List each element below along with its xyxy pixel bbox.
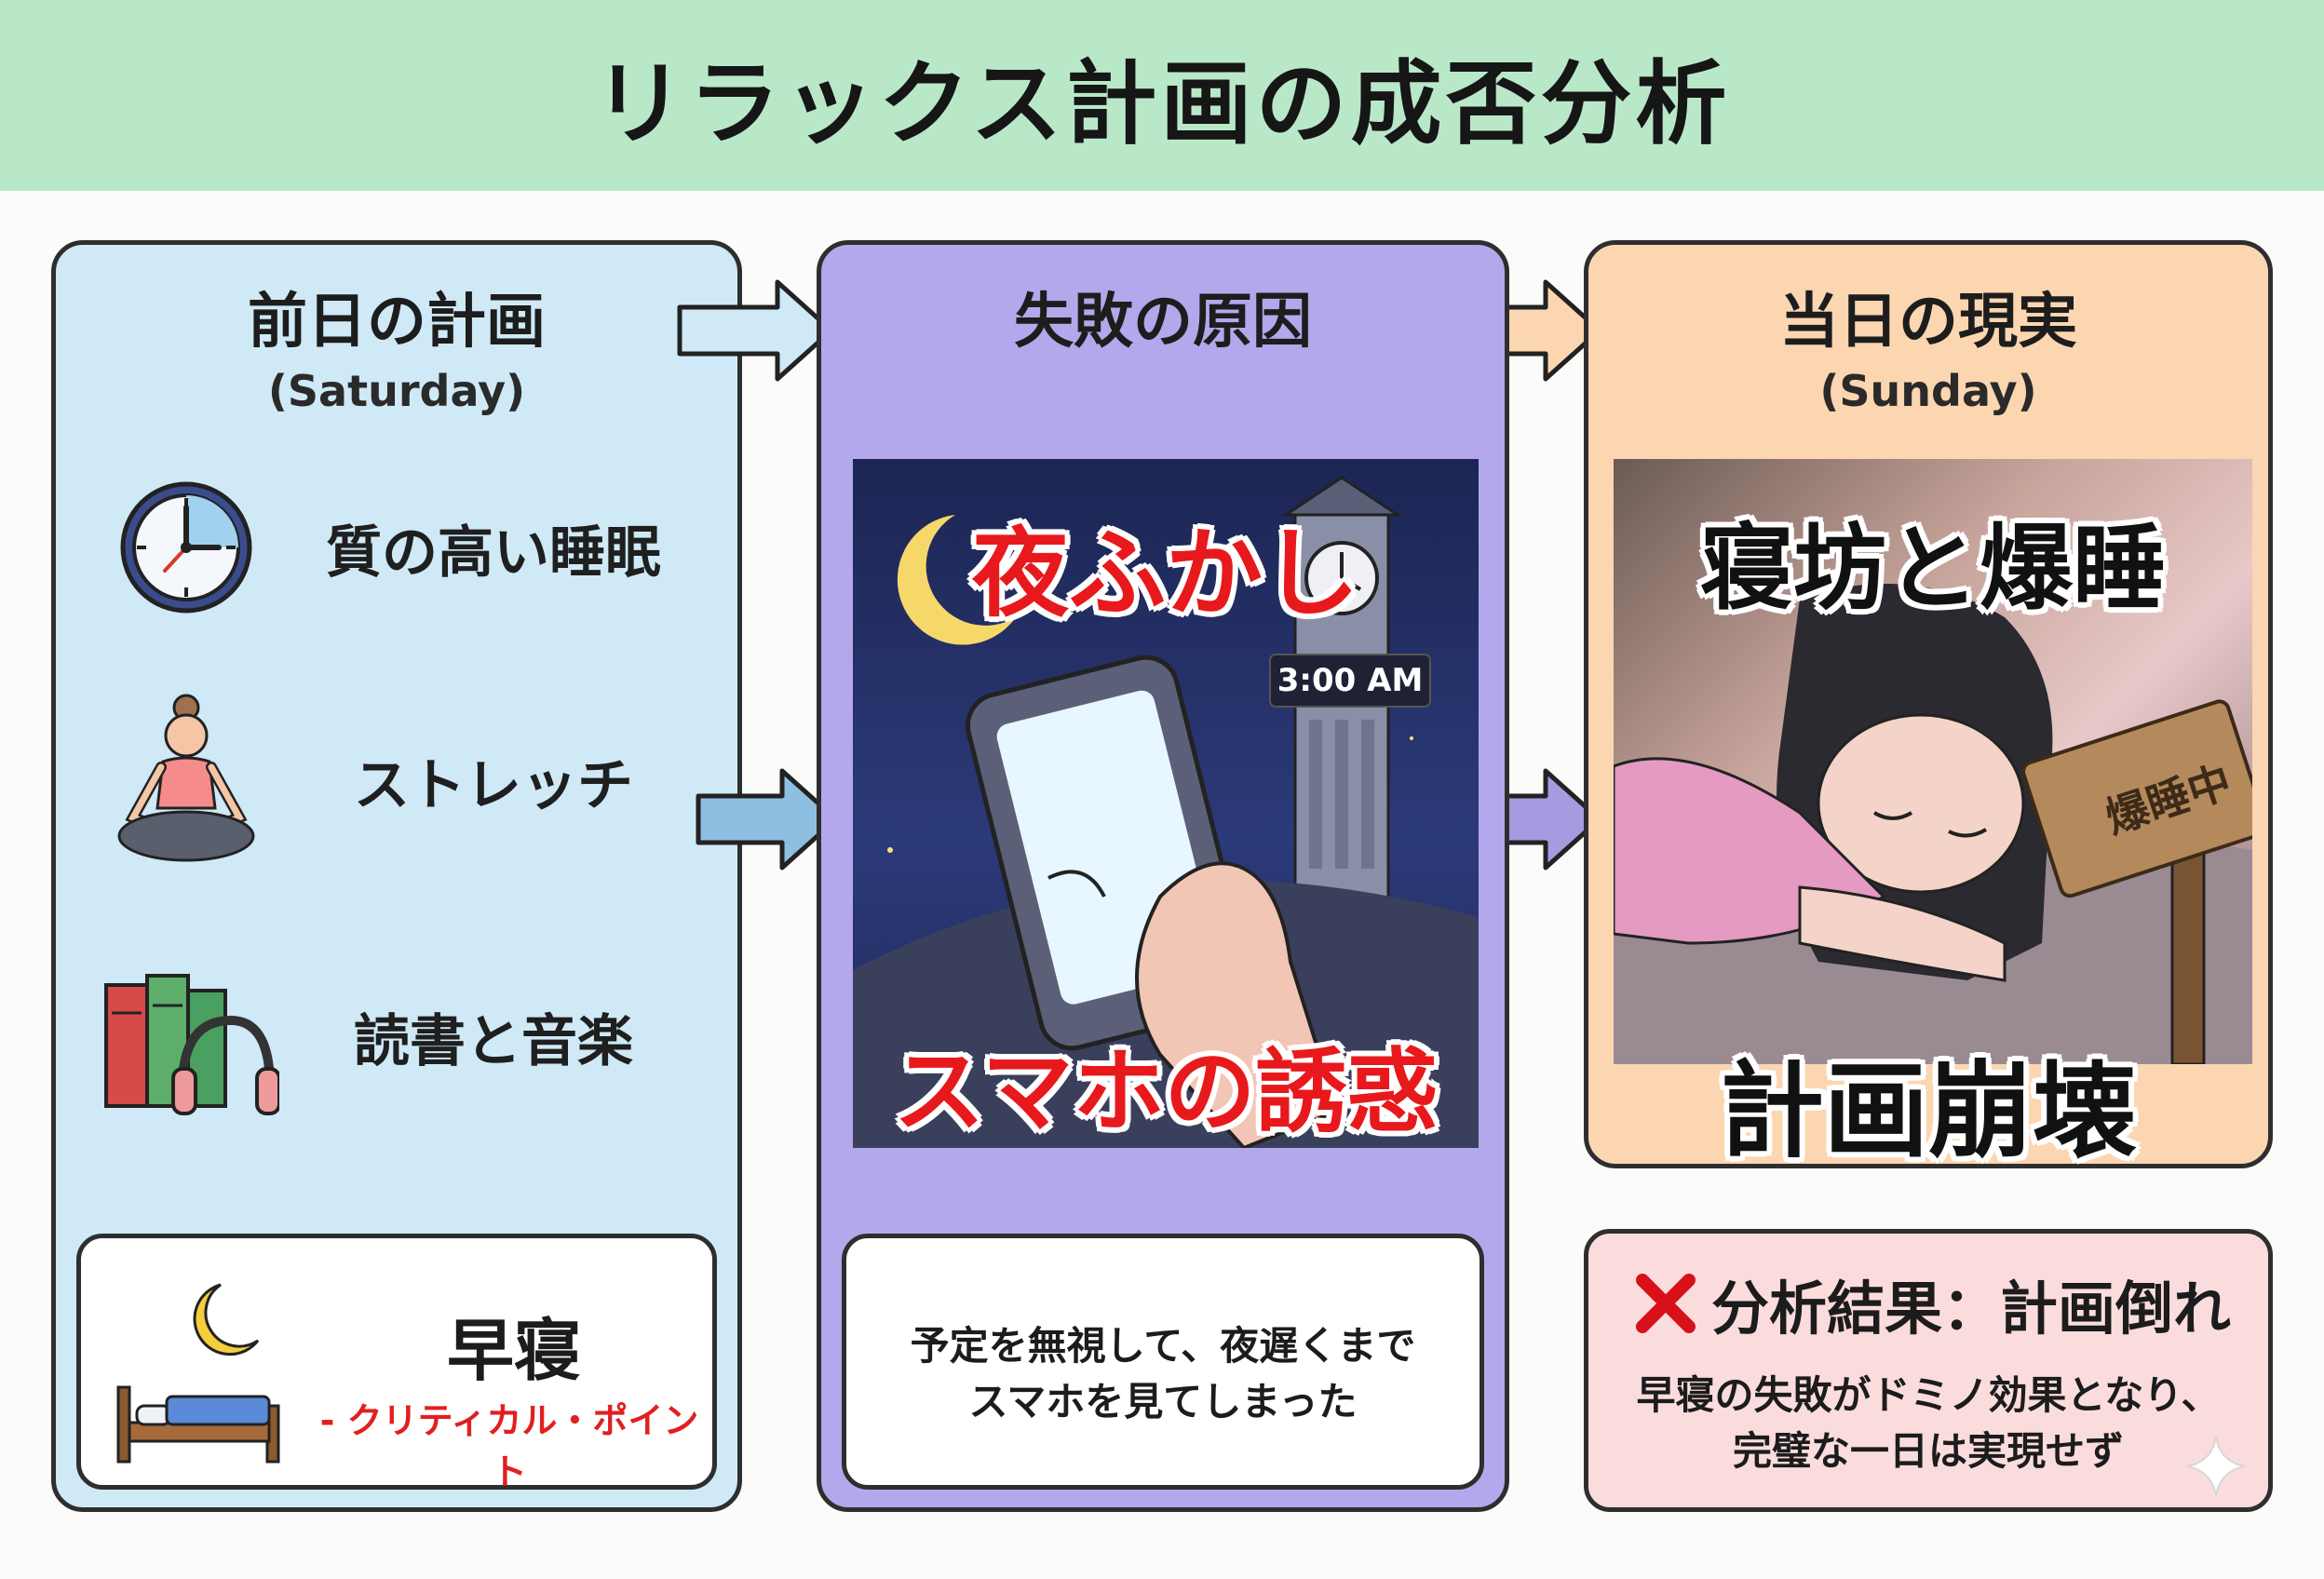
cause-summary-line: スマホを見てしまった [968, 1379, 1358, 1424]
scene-caption-bottom: スマホの誘惑 [893, 1039, 1439, 1145]
wooden-sign-icon [2021, 699, 2252, 1064]
result-line: 早寝の失敗がドミノ効果となり、 [1636, 1372, 2221, 1418]
arrow-right-icon [696, 768, 839, 870]
books-headphones-icon [93, 948, 279, 1125]
meditation-icon [93, 692, 279, 869]
moon-icon [897, 515, 1016, 645]
plan-item-label: 質の高い睡眠 [326, 520, 661, 586]
scene-caption-top: 寝坊と爆睡 [1700, 514, 2166, 623]
plan-panel: 前日の計画 (Saturday) 質の高い睡眠 [51, 240, 742, 1512]
plan-item-stretch: ストレッチ [93, 692, 708, 869]
analysis-result-card: 分析結果：計画倒れ 早寝の失敗がドミノ効果となり、 完璧な一日は実現せず [1584, 1229, 2273, 1512]
early-sleep-label: 早寝 [446, 1312, 581, 1390]
page-title: リラックス計画の成否分析 [593, 50, 1731, 157]
cause-summary-line: 予定を無視して、夜遅くまで [910, 1323, 1416, 1369]
scene-caption-bottom: 計画崩壊 [1720, 1051, 2137, 1172]
clock-icon [93, 459, 279, 636]
clock-time-text: 3:00 AM [1277, 662, 1424, 699]
early-sleep-card: 早寝 - クリティカル・ポイント [76, 1234, 717, 1492]
cross-icon [1635, 1274, 1696, 1333]
cause-panel: 失敗の原因 [817, 240, 1509, 1512]
sparkle-icon [2186, 1437, 2246, 1496]
critical-point-note: - クリティカル・ポイント [319, 1400, 699, 1492]
plan-title: 前日の計画 [248, 288, 546, 357]
plan-subtitle: (Saturday) [267, 366, 526, 417]
reality-panel: 当日の現実 (Sunday) 寝坊と爆睡 爆睡中 計画崩壊 [1584, 240, 2273, 1172]
cause-title: 失敗の原因 [1014, 288, 1312, 357]
late-night-scene: 夜ふかし 3:00 AM スマホの誘惑 [853, 459, 1479, 1148]
plan-item-label: ストレッチ [354, 752, 633, 818]
oversleep-scene: 寝坊と爆睡 爆睡中 [1614, 459, 2252, 1064]
cause-summary-card: 予定を無視して、夜遅くまで スマホを見てしまった [842, 1234, 1484, 1490]
bed-moon-icon [109, 1266, 295, 1475]
scene-caption-top: 夜ふかし [971, 517, 1359, 630]
reality-subtitle: (Sunday) [1819, 366, 2037, 417]
clock-tower-icon [1269, 476, 1431, 926]
plan-item-sleep: 質の高い睡眠 [93, 459, 708, 636]
plan-item-reading: 読書と音楽 [93, 948, 708, 1125]
reality-title: 当日の現実 [1779, 288, 2077, 357]
result-line: 完璧な一日は実現せず [1732, 1428, 2124, 1474]
result-heading: 分析結果：計画倒れ [1710, 1275, 2231, 1343]
header-bar: リラックス計画の成否分析 [0, 0, 2324, 191]
arrow-right-icon [677, 279, 834, 382]
plan-item-label: 読書と音楽 [354, 1008, 633, 1074]
